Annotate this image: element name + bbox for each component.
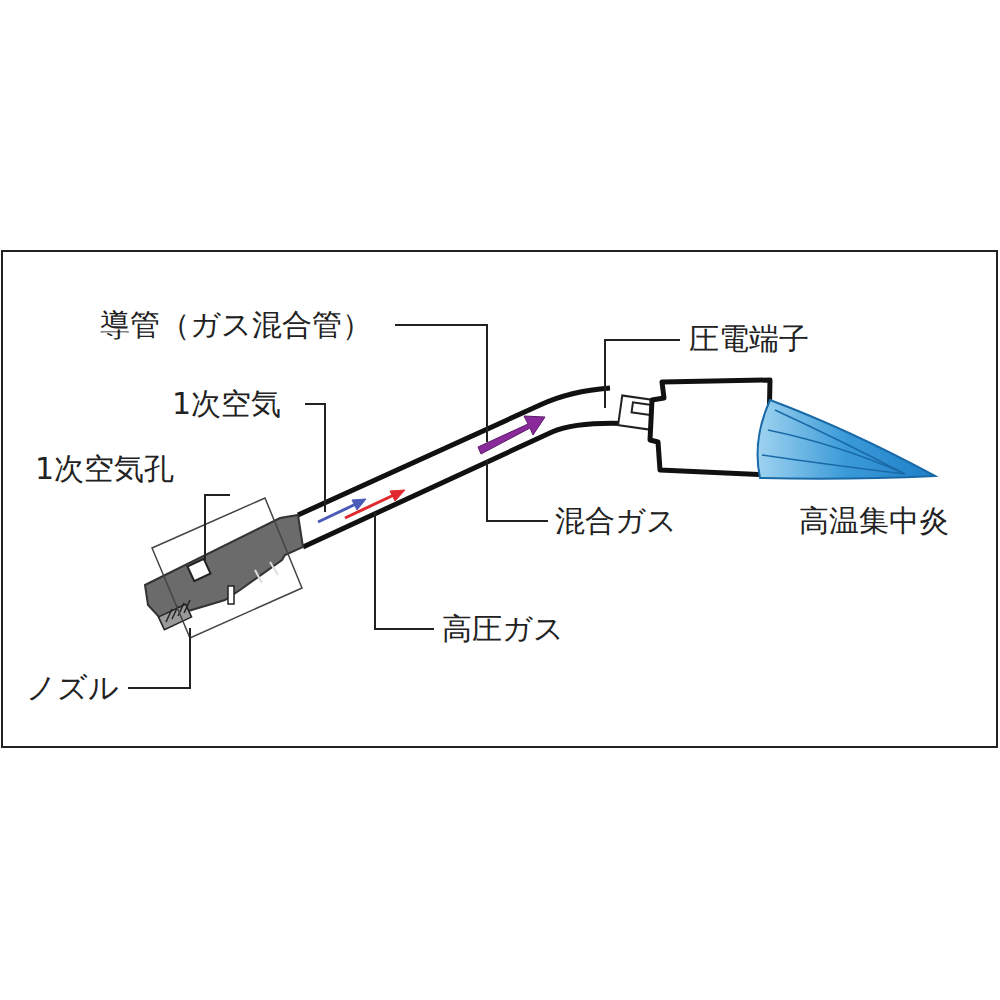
flame-label: 高温集中炎 (797, 504, 951, 538)
high-pressure-gas-label: 高圧ガス (440, 612, 566, 646)
flame (758, 400, 935, 479)
mixing-tube (298, 388, 610, 515)
flame-inner (762, 410, 905, 474)
tube-label: 導管（ガス混合管） (98, 308, 374, 342)
mixed-gas-arrow (478, 416, 545, 454)
leader-line (128, 325, 680, 688)
air-hole (187, 559, 210, 581)
nozzle (158, 600, 191, 630)
handle-detail (255, 562, 278, 583)
frame (2, 251, 997, 747)
primary-air-label: 1次空気 (170, 387, 283, 421)
nozzle-label: ノズル (24, 671, 121, 705)
handle-body (145, 515, 303, 618)
handle-detail (228, 586, 234, 604)
air-hole-label: 1次空気孔 (33, 452, 176, 486)
clear-cover (152, 498, 302, 638)
piezo-label: 圧電端子 (687, 322, 811, 356)
mixed-gas-label: 混合ガス (553, 504, 679, 538)
burner-head (650, 380, 770, 475)
